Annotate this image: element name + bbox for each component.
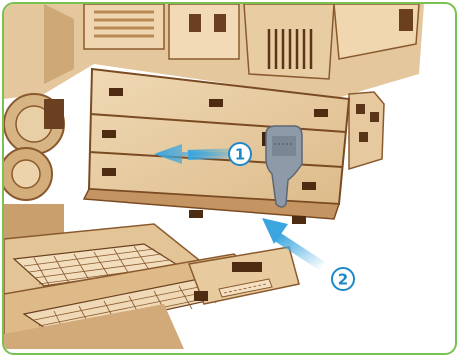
- assembly-illustration: 1 2: [4, 4, 455, 353]
- lower-structure: [4, 224, 299, 349]
- callout-2-label: 2: [338, 271, 348, 289]
- callout-1-label: 1: [235, 146, 245, 164]
- callout-1: 1: [229, 143, 251, 165]
- callout-2: 2: [332, 268, 354, 290]
- right-tower-piece: [349, 92, 384, 169]
